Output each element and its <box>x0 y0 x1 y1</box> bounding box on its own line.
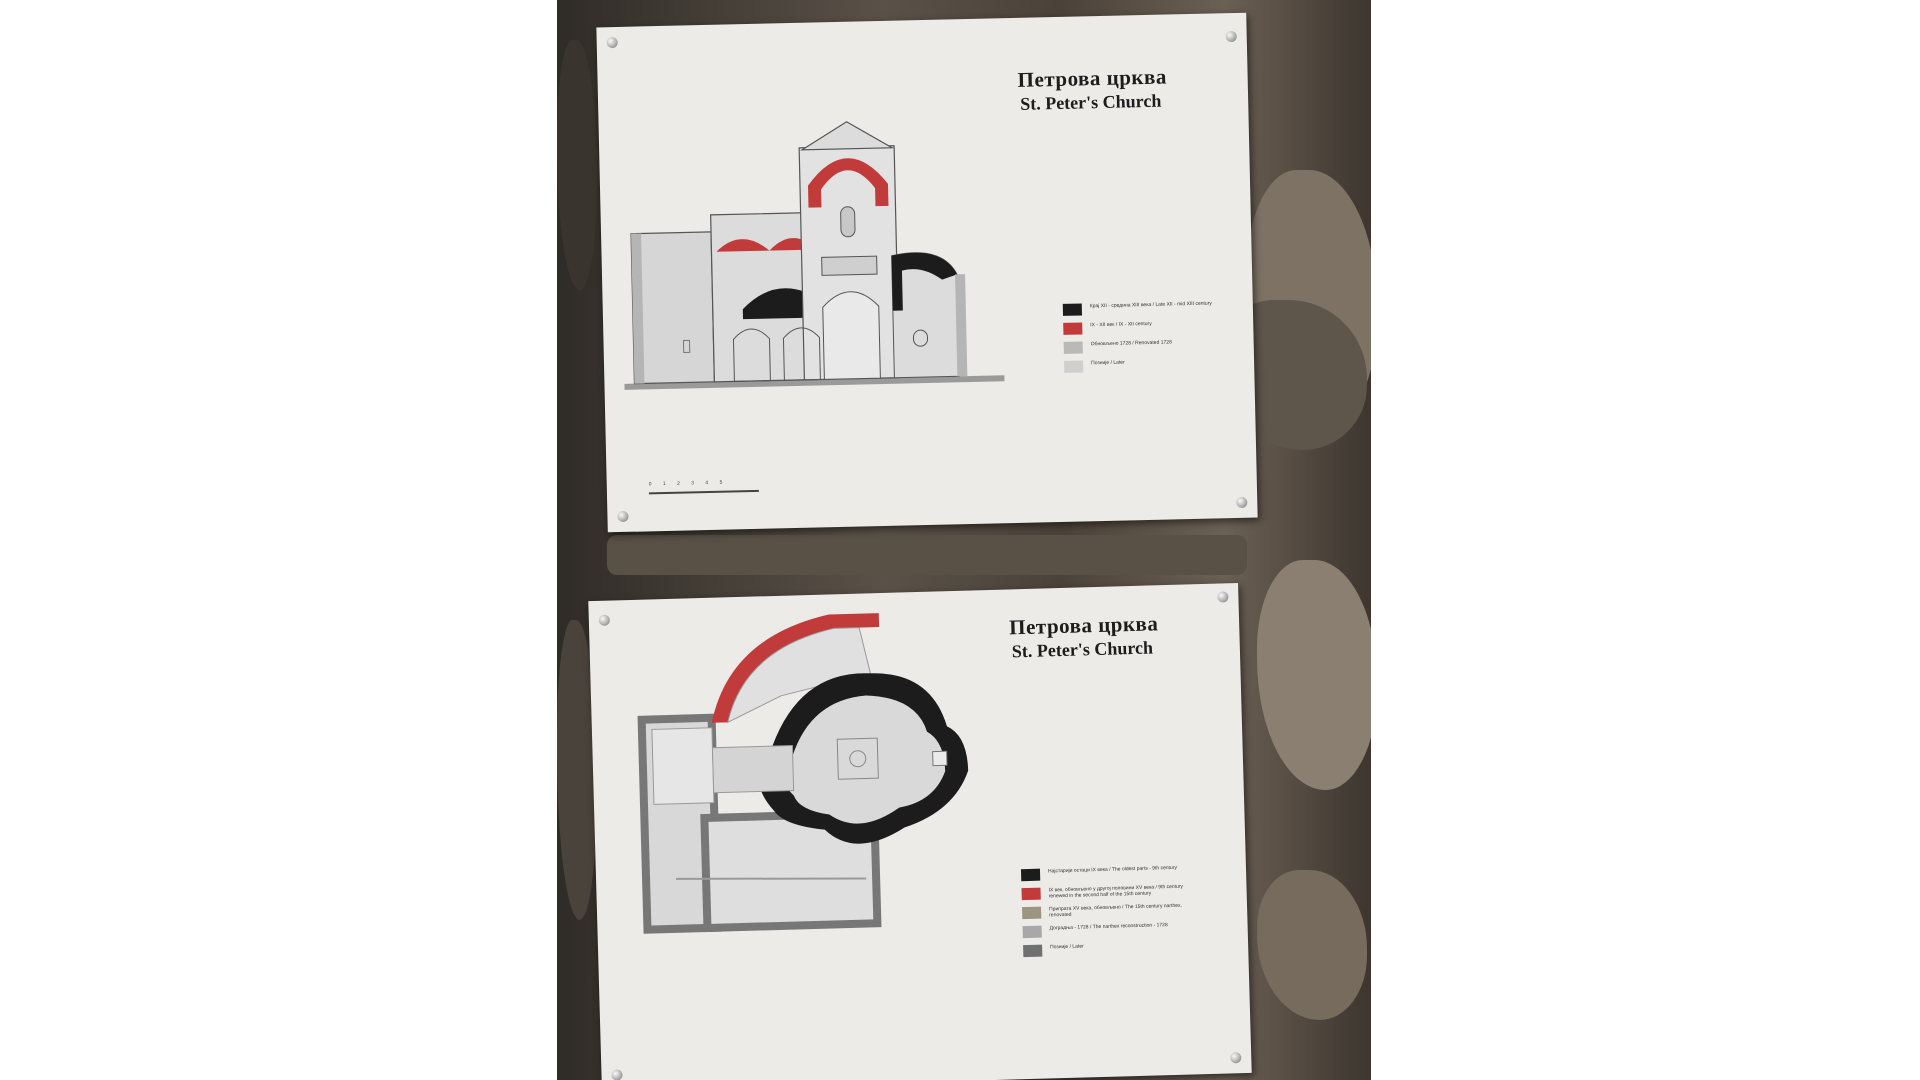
board-title-english: St. Peter's Church <box>1019 90 1162 114</box>
wall-stone <box>607 535 1247 575</box>
photo-background: Петрова црква St. Peter's Church <box>557 0 1371 1080</box>
scale-label: 0 1 2 3 4 5 <box>648 479 728 488</box>
legend-swatch <box>1021 887 1041 901</box>
screw <box>606 36 618 49</box>
legend-text: Обновљено 1728 / Renovated 1728 <box>1090 339 1172 348</box>
legend-item: Припрата XV века, обновљено / The 15th c… <box>1021 902 1199 920</box>
legend-item: Позније / Later <box>1023 940 1200 958</box>
screw <box>1236 496 1248 509</box>
screw <box>1217 591 1229 603</box>
church-section-drawing <box>624 121 1005 390</box>
church-floor-plan-drawing <box>637 613 969 934</box>
legend-swatch <box>1063 341 1083 354</box>
legend: Најстарији остаци IX века / The oldest p… <box>1020 864 1201 964</box>
wall-stone <box>1257 560 1371 790</box>
legend-swatch <box>1063 322 1083 335</box>
legend-text: Најстарији остаци IX века / The oldest p… <box>1047 864 1178 875</box>
legend-text: Припрата XV века, обновљено / The 15th c… <box>1048 902 1182 919</box>
legend-text: Позније / Later <box>1050 943 1084 951</box>
legend-swatch <box>1064 360 1084 373</box>
screw <box>1225 30 1237 43</box>
screw <box>598 614 610 626</box>
board-title-serbian: Петрова црква <box>1017 64 1168 92</box>
legend-swatch <box>1020 868 1041 882</box>
wall-stone <box>1257 870 1367 1020</box>
legend-item: Позније / Later <box>1064 357 1241 373</box>
legend-item: Доградња - 1728 / The narthex reconstruc… <box>1022 921 1200 939</box>
legend-text: Позније / Later <box>1091 359 1125 367</box>
wall-stone <box>557 40 597 290</box>
legend-text: Крај XII - средина XIII века / Late XII … <box>1089 300 1212 310</box>
legend-text: IX век, обновљено у другој половини XV в… <box>1048 883 1184 900</box>
screw <box>617 510 629 523</box>
legend-item: IX век, обновљено у другој половини XV в… <box>1021 883 1198 901</box>
legend-text: Доградња - 1728 / The narthex reconstruc… <box>1049 922 1168 932</box>
legend-swatch <box>1021 906 1042 920</box>
info-board-section: Петрова црква St. Peter's Church <box>596 12 1258 533</box>
board-title-english: St. Peter's Church <box>1011 637 1154 662</box>
legend-item: Крај XII - средина XIII века / Late XII … <box>1062 300 1240 316</box>
info-board-plan: Петрова црква St. Peter's Church Најстар… <box>588 583 1252 1080</box>
legend: Крај XII - средина XIII века / Late XII … <box>1062 300 1242 380</box>
legend-item: Обновљено 1728 / Renovated 1728 <box>1063 338 1241 354</box>
screw <box>1230 1052 1242 1064</box>
screw <box>611 1069 623 1080</box>
legend-item: IX - XII век / IX - XII century <box>1063 319 1240 335</box>
legend-item: Најстарији остаци IX века / The oldest p… <box>1020 864 1198 882</box>
board-title-serbian: Петрова црква <box>1008 611 1159 640</box>
legend-swatch <box>1062 303 1083 316</box>
legend-swatch <box>1023 944 1043 958</box>
legend-swatch <box>1022 925 1042 939</box>
legend-text: IX - XII век / IX - XII century <box>1090 320 1152 329</box>
scale-bar <box>648 489 759 495</box>
